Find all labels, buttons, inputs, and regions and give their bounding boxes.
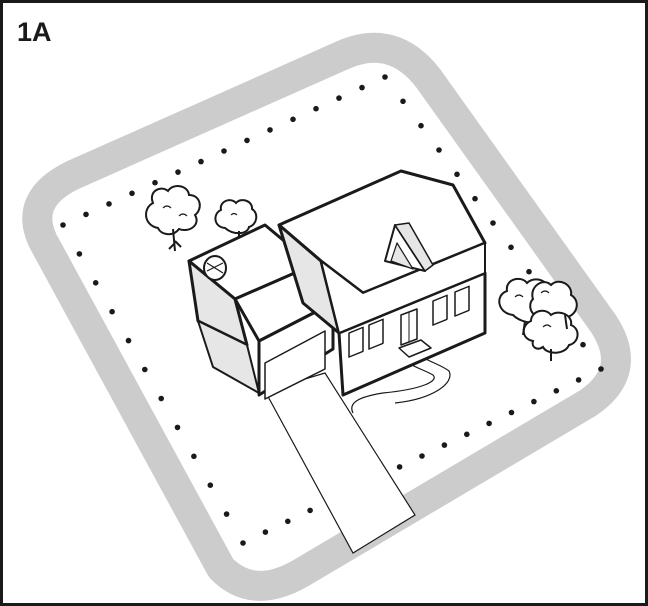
wire-dot xyxy=(158,395,164,402)
wire-dot xyxy=(191,453,197,460)
wire-dot xyxy=(92,280,99,286)
wire-dot xyxy=(472,195,478,202)
wire-dot xyxy=(436,147,442,153)
wire-dot xyxy=(400,98,406,105)
wire-dot xyxy=(262,529,269,535)
tree-cluster-right xyxy=(498,277,579,361)
wire-dot xyxy=(490,220,496,226)
boundary-wire-dots xyxy=(60,74,604,546)
wire-dot xyxy=(221,148,227,154)
figure-label: 1A xyxy=(17,17,52,47)
wire-dot xyxy=(290,116,296,123)
wire-dot xyxy=(60,222,66,228)
garage xyxy=(187,223,335,400)
wire-dot xyxy=(307,507,313,514)
wire-dot xyxy=(531,398,537,405)
wire-dot xyxy=(486,420,492,427)
wire-dot xyxy=(508,409,515,416)
boundary-band xyxy=(22,32,631,601)
wire-dot xyxy=(598,366,604,372)
wire-dot xyxy=(580,341,586,348)
front-walkway xyxy=(351,352,435,414)
wire-dot xyxy=(129,190,135,197)
wire-dot xyxy=(174,424,181,431)
wire-dot xyxy=(223,511,230,517)
wire-dot xyxy=(240,540,246,546)
wire-dot xyxy=(106,201,112,207)
wire-dot xyxy=(454,171,460,178)
wire-dot xyxy=(267,127,273,133)
wire-dot xyxy=(441,442,448,448)
wire-dot xyxy=(142,366,148,373)
wire-dot xyxy=(109,308,115,315)
driveway xyxy=(264,372,416,554)
wire-dot xyxy=(464,431,470,438)
wire-dot xyxy=(125,337,132,344)
wire-dot xyxy=(175,169,181,175)
wire-dot xyxy=(418,122,424,129)
wire-dot xyxy=(575,377,582,383)
wire-dot xyxy=(382,74,388,80)
wire-dot xyxy=(76,251,83,257)
wire-dot xyxy=(553,388,560,394)
wire-dot xyxy=(198,158,204,165)
wire-dot xyxy=(207,482,214,489)
wire-dot xyxy=(285,518,291,525)
wire-dot xyxy=(396,464,403,470)
wire-dot xyxy=(359,84,365,91)
wire-dot xyxy=(313,105,319,112)
tree-left-large xyxy=(145,185,201,252)
house xyxy=(277,169,487,397)
wire-dot xyxy=(526,268,532,275)
yard-diagram xyxy=(22,32,631,601)
wire-dot xyxy=(508,244,514,251)
wire-dot xyxy=(336,95,342,101)
wire-dot xyxy=(152,179,158,186)
wire-dot xyxy=(83,211,89,218)
wire-dot xyxy=(419,453,425,459)
wire-dot xyxy=(244,137,250,144)
